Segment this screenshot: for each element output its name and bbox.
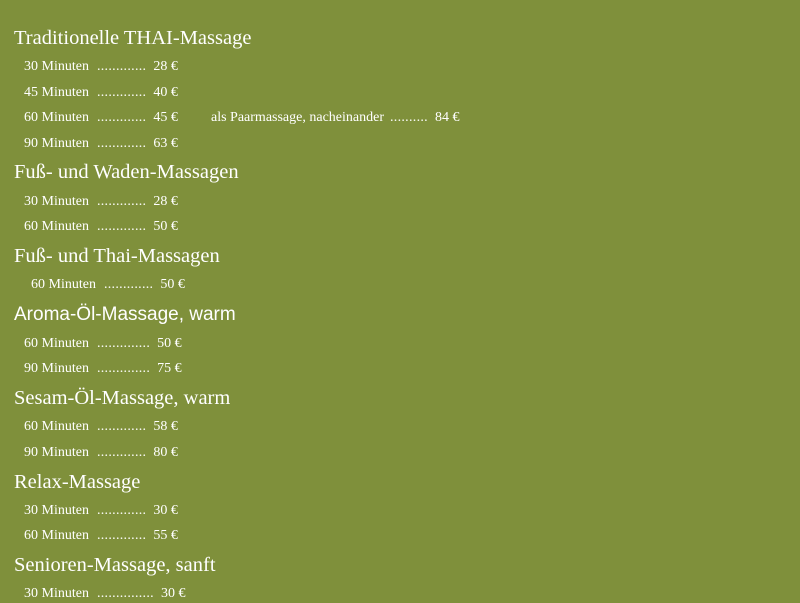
price-row: 60 Minuten............. 50 €	[24, 218, 178, 236]
price-row: 90 Minuten.............. 75 €	[24, 360, 182, 378]
couple-massage-price: 84 €	[434, 110, 460, 125]
couple-massage-option: als Paarmassage, nacheinander.......... 8…	[211, 109, 459, 127]
duration: 30 Minuten	[24, 59, 89, 74]
leader-dots: .............	[96, 528, 147, 543]
section-title-foot-calf-massage: Fuß- und Waden-Massagen	[14, 161, 239, 183]
price: 80 €	[153, 445, 178, 460]
price: 28 €	[153, 194, 178, 209]
section-title-thai-massage: Traditionelle THAI-Massage	[14, 27, 252, 49]
price-row: 60 Minuten............. 50 €	[31, 276, 185, 294]
price: 50 €	[157, 336, 182, 351]
section-title-foot-thai-massage: Fuß- und Thai-Massagen	[14, 245, 220, 267]
price-row: 90 Minuten............. 80 €	[24, 444, 178, 462]
leader-dots: ..............	[96, 361, 151, 376]
duration: 90 Minuten	[24, 136, 89, 151]
price-row: 30 Minuten............... 30 €	[24, 585, 185, 603]
price-row: 60 Minuten............. 58 €	[24, 418, 178, 436]
price: 45 €	[153, 110, 178, 125]
duration: 45 Minuten	[24, 85, 89, 100]
couple-massage-label: als Paarmassage, nacheinander	[211, 110, 384, 125]
price-row: 60 Minuten............. 45 € als Paarmass…	[24, 109, 459, 127]
price: 75 €	[157, 361, 182, 376]
price: 63 €	[153, 136, 178, 151]
duration: 30 Minuten	[24, 194, 89, 209]
price: 50 €	[160, 277, 185, 292]
leader-dots: .............	[96, 110, 147, 125]
price: 50 €	[153, 219, 178, 234]
duration: 60 Minuten	[24, 110, 89, 125]
price: 30 €	[160, 586, 186, 601]
duration: 90 Minuten	[24, 445, 89, 460]
section-title-relax-massage: Relax-Massage	[14, 471, 141, 493]
price-row: 60 Minuten.............. 50 €	[24, 335, 182, 353]
leader-dots: .............	[96, 59, 147, 74]
price: 58 €	[153, 419, 178, 434]
duration: 60 Minuten	[24, 419, 89, 434]
price-row: 30 Minuten............. 28 €	[24, 193, 178, 211]
section-title-aroma-oil-massage: Aroma-Öl-Massage, warm	[14, 304, 236, 325]
price-row: 45 Minuten............. 40 €	[24, 84, 178, 102]
leader-dots: .............	[96, 219, 147, 234]
price: 30 €	[153, 503, 178, 518]
leader-dots: .............	[96, 85, 147, 100]
duration: 60 Minuten	[24, 219, 89, 234]
leader-dots: .............	[103, 277, 154, 292]
duration: 60 Minuten	[24, 336, 89, 351]
price-row: 30 Minuten............. 28 €	[24, 58, 178, 76]
leader-dots: .............	[96, 445, 147, 460]
duration: 30 Minuten	[24, 586, 89, 601]
price-row: 60 Minuten............. 55 €	[24, 527, 178, 545]
leader-dots: .............	[96, 503, 147, 518]
leader-dots: ..............	[96, 336, 151, 351]
leader-dots: .............	[96, 136, 147, 151]
leader-dots: ...............	[96, 586, 154, 601]
leader-dots: .............	[96, 194, 147, 209]
duration: 60 Minuten	[31, 277, 96, 292]
price: 28 €	[153, 59, 178, 74]
duration: 90 Minuten	[24, 361, 89, 376]
price: 40 €	[153, 85, 178, 100]
leader-dots: .............	[96, 419, 147, 434]
leader-dots: ..........	[389, 110, 428, 125]
duration: 60 Minuten	[24, 528, 89, 543]
section-title-sesame-oil-massage: Sesam-Öl-Massage, warm	[14, 387, 231, 409]
price-row: 30 Minuten............. 30 €	[24, 502, 178, 520]
section-title-senior-massage: Senioren-Massage, sanft	[14, 554, 216, 576]
duration: 30 Minuten	[24, 503, 89, 518]
price-row: 90 Minuten............. 63 €	[24, 135, 178, 153]
price: 55 €	[153, 528, 178, 543]
